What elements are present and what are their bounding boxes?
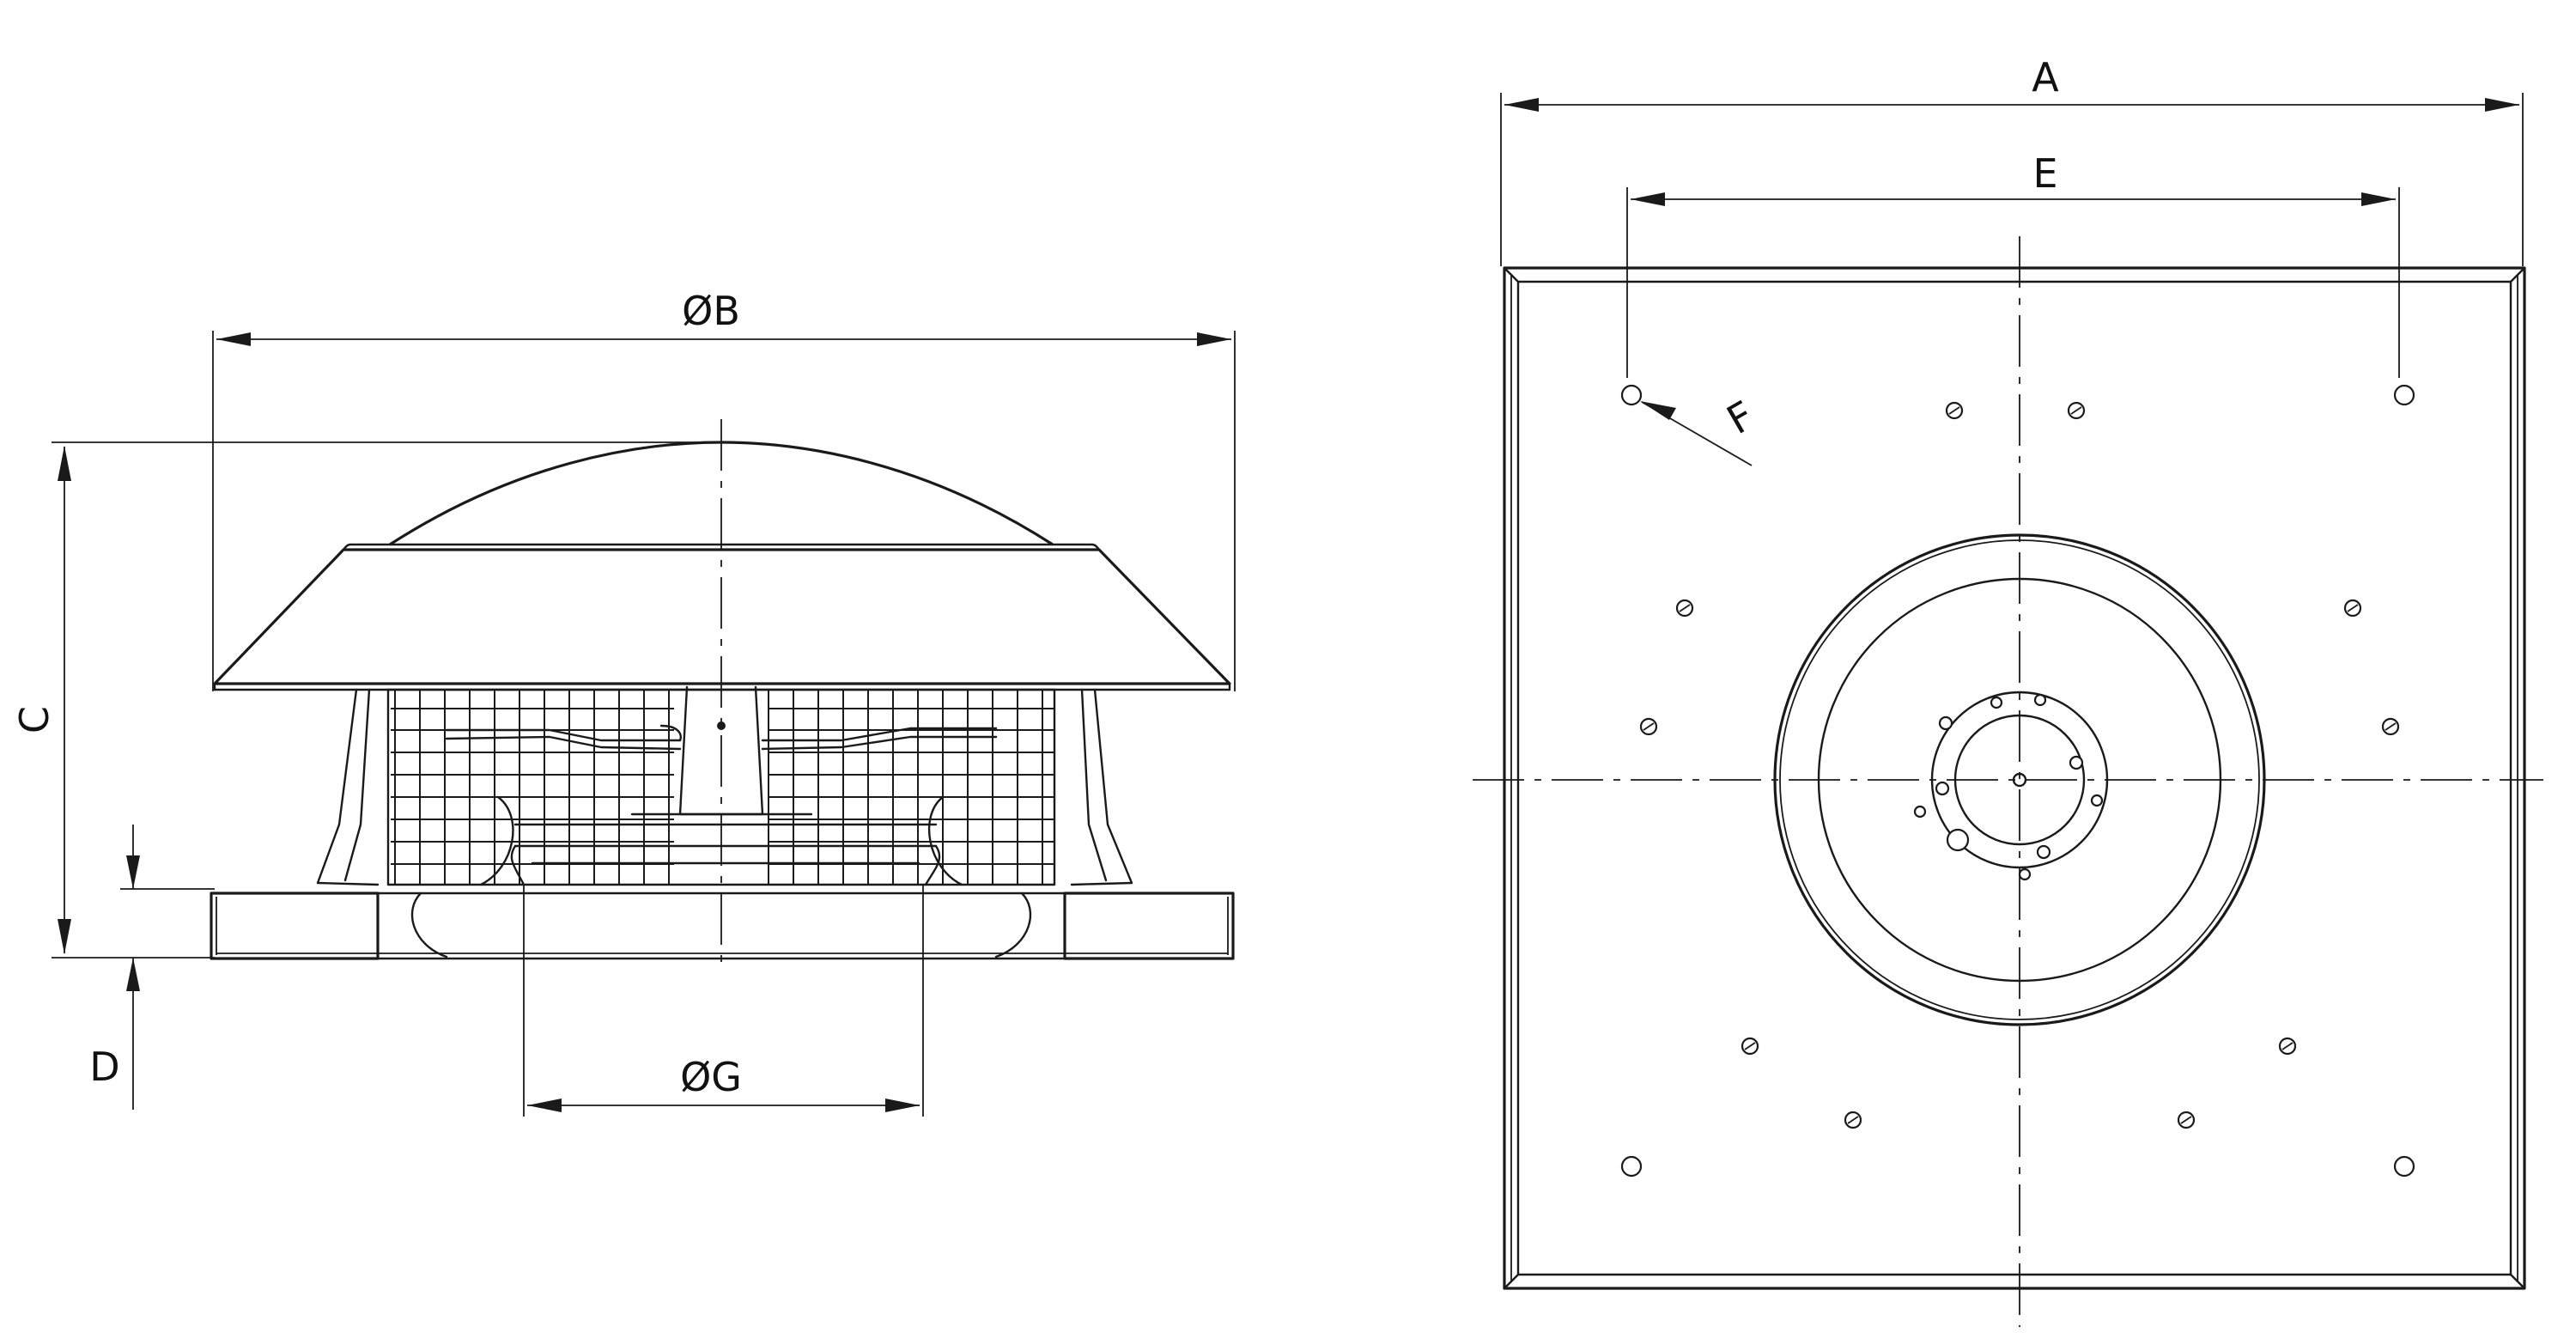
hub-bolt bbox=[1913, 805, 1927, 819]
hub-bolt bbox=[2018, 867, 2032, 881]
dimension-f: F bbox=[1640, 392, 1762, 466]
hub-bolt bbox=[1946, 828, 1970, 852]
dimension-a: A bbox=[1500, 54, 2524, 266]
fan-hood bbox=[213, 441, 1231, 691]
screw bbox=[2343, 599, 2362, 618]
dimension-g: ØG bbox=[523, 885, 924, 1117]
corner-hole bbox=[1620, 1155, 1643, 1178]
hub-bolt bbox=[1938, 715, 1953, 731]
screw bbox=[2067, 401, 2086, 420]
dimension-g-label: ØG bbox=[680, 1054, 742, 1100]
hub-bolt bbox=[2036, 844, 2051, 860]
corner-hole bbox=[2393, 384, 2415, 406]
screw bbox=[2381, 717, 2400, 736]
screw bbox=[2177, 1111, 2196, 1129]
hub-bolts bbox=[1913, 693, 2104, 881]
screw bbox=[1639, 717, 1658, 736]
hub-bolt bbox=[2090, 794, 2104, 807]
corner-hole bbox=[1620, 384, 1643, 406]
fan-frame bbox=[316, 688, 1133, 886]
base-flange bbox=[210, 892, 1235, 960]
top-view: A E bbox=[1473, 54, 2543, 1327]
dimension-b: ØB bbox=[212, 288, 1236, 691]
dimension-c-label: C bbox=[11, 706, 58, 733]
corner-hole bbox=[2393, 1155, 2415, 1178]
hub-bolt bbox=[1935, 781, 1950, 796]
dimension-f-label: F bbox=[1719, 392, 1762, 443]
corner-holes bbox=[1620, 384, 2415, 1178]
dimension-e-label: E bbox=[2032, 150, 2057, 197]
screw bbox=[1675, 599, 1694, 618]
side-view: ØB C D ØG bbox=[11, 288, 1236, 1117]
hood-outline bbox=[1773, 533, 2266, 1026]
screws bbox=[1639, 401, 2400, 1129]
hub-bolt bbox=[2033, 693, 2047, 707]
dimension-d: D bbox=[89, 825, 215, 1110]
screw bbox=[1741, 1037, 1759, 1056]
hub-bolt bbox=[1990, 696, 2003, 709]
dimension-a-label: A bbox=[2032, 54, 2059, 100]
dimension-d-label: D bbox=[89, 1044, 119, 1090]
dimension-e: E bbox=[1626, 150, 2400, 378]
screw bbox=[2278, 1037, 2297, 1056]
screw bbox=[1844, 1111, 1862, 1129]
protective-grid bbox=[386, 688, 1056, 886]
dimension-b-label: ØB bbox=[682, 288, 740, 334]
base-plate bbox=[1503, 266, 2526, 1290]
dimension-c: C bbox=[11, 441, 721, 959]
screw bbox=[1945, 401, 1964, 420]
hub-bolt bbox=[2069, 755, 2084, 770]
